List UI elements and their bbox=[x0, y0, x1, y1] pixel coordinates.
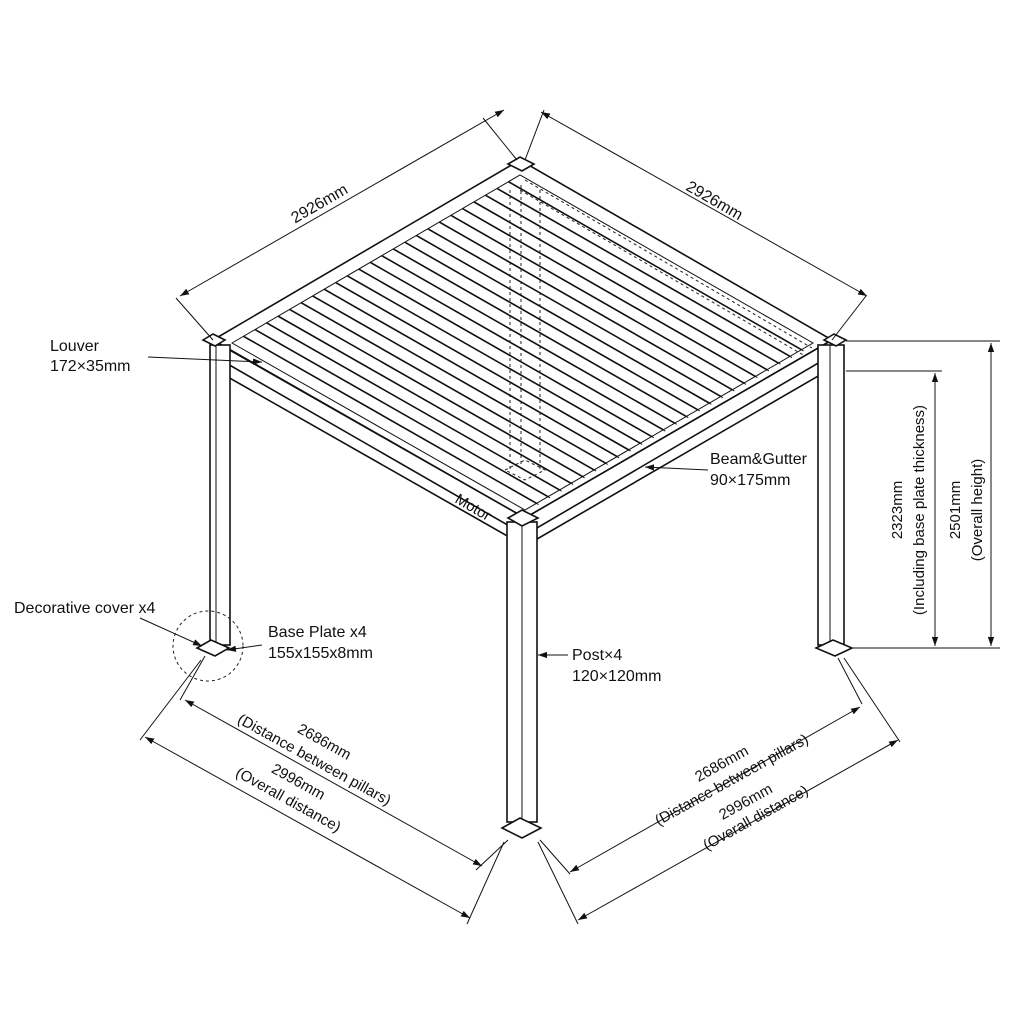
base-plate-name-label: Base Plate x4 bbox=[268, 624, 367, 641]
overall-height-dimension: 2501mm (Overall height) bbox=[846, 340, 1000, 646]
beam-size-label: 90×175mm bbox=[710, 472, 791, 489]
louver-slat-edge bbox=[360, 269, 654, 439]
overall-height-note: (Overall height) bbox=[969, 459, 986, 562]
top-left-width-label: 2926mm bbox=[289, 181, 351, 227]
louver-slat-edge bbox=[314, 296, 608, 465]
louver-name-label: Louver bbox=[50, 338, 100, 355]
louver-slat-edge bbox=[268, 323, 562, 492]
louver-slats bbox=[243, 181, 804, 505]
base-plate-callout: Base Plate x4 155x155x8mm bbox=[226, 624, 373, 662]
bottom-right-dimensions: 2686mm (Distance between pillars) 2996mm… bbox=[537, 657, 901, 925]
post-right-cap bbox=[822, 333, 848, 347]
posts bbox=[195, 156, 854, 839]
clear-height-dimension: 2323mm (Including base plate thickness) bbox=[846, 370, 1000, 649]
post-front-cap bbox=[506, 509, 540, 527]
decorative-cover-detail-circle bbox=[172, 610, 244, 682]
base-plate-size-label: 155x155x8mm bbox=[268, 645, 373, 662]
post-callout: Post×4 120×120mm bbox=[538, 647, 661, 685]
decorative-cover-label: Decorative cover x4 bbox=[14, 600, 155, 617]
top-right-width-label: 2926mm bbox=[683, 178, 745, 224]
clear-height-note: (Including base plate thickness) bbox=[911, 405, 928, 615]
post-right bbox=[814, 333, 854, 657]
base-plate-front bbox=[500, 817, 543, 839]
louver-slat-edge bbox=[256, 330, 551, 499]
louver-slat-edge bbox=[325, 290, 620, 459]
bottom-left-dimensions: 2686mm (Distance between pillars) 2996mm… bbox=[139, 655, 509, 925]
louver-slat-edge bbox=[302, 303, 597, 472]
hidden-back-post bbox=[504, 185, 547, 481]
louver-slat-edge bbox=[337, 283, 631, 452]
beam-name-label: Beam&Gutter bbox=[710, 451, 808, 468]
louver-slat-edge bbox=[291, 310, 585, 479]
decorative-cover-callout: Decorative cover x4 bbox=[14, 600, 203, 647]
post-name-label: Post×4 bbox=[572, 647, 622, 664]
louver-callout: Louver 172×35mm bbox=[50, 338, 263, 375]
louver-slat-edge bbox=[348, 276, 643, 445]
beam-callout: Beam&Gutter 90×175mm bbox=[644, 451, 808, 489]
louver-slat-edge bbox=[279, 316, 574, 485]
post-left bbox=[195, 333, 231, 657]
overall-height-value: 2501mm bbox=[947, 481, 964, 539]
louver-slat-edge bbox=[245, 337, 539, 505]
clear-height-value: 2323mm bbox=[889, 481, 906, 539]
post-front bbox=[500, 509, 543, 839]
louver-size-label: 172×35mm bbox=[50, 358, 131, 375]
post-size-label: 120×120mm bbox=[572, 668, 661, 685]
